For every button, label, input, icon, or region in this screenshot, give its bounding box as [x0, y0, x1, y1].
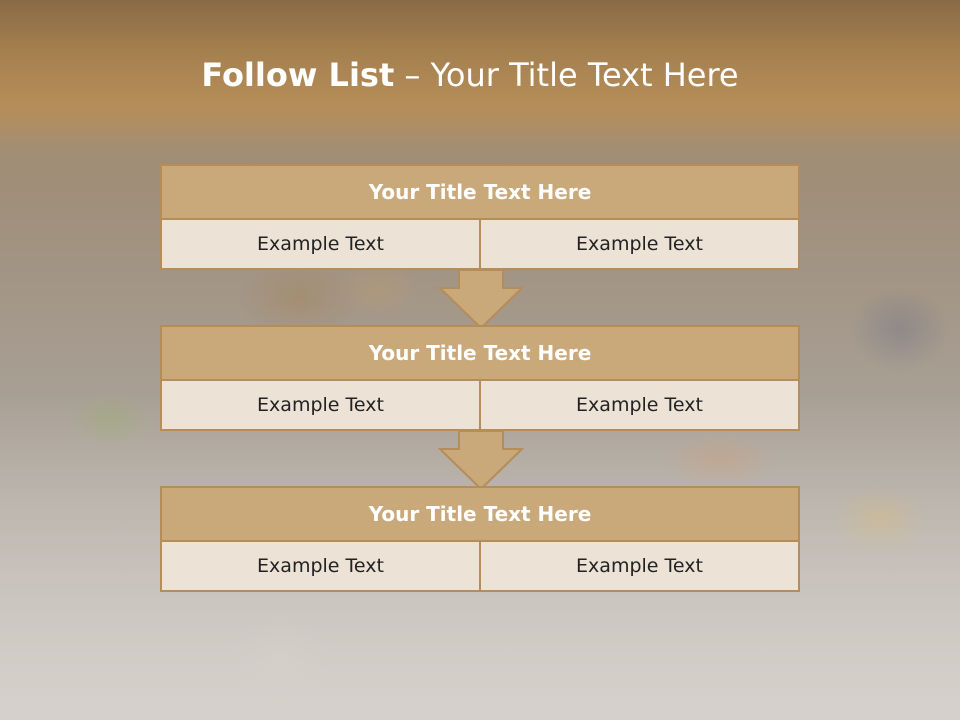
step-block-2: Your Title Text Here Example Text Exampl…: [160, 325, 800, 431]
step-cell-left: Example Text: [160, 220, 481, 270]
step-cell-left: Example Text: [160, 381, 481, 431]
down-arrow-icon: [438, 431, 524, 491]
title-band: [0, 0, 960, 150]
slide-title: Follow List – Your Title Text Here: [0, 56, 940, 94]
step-row: Example Text Example Text: [160, 381, 800, 431]
step-cell-right: Example Text: [481, 542, 800, 592]
step-title: Your Title Text Here: [160, 486, 800, 542]
step-cell-right: Example Text: [481, 381, 800, 431]
step-title: Your Title Text Here: [160, 325, 800, 381]
step-title: Your Title Text Here: [160, 164, 800, 220]
step-cell-left: Example Text: [160, 542, 481, 592]
slide-title-bold: Follow List: [201, 56, 395, 94]
down-arrow-icon: [438, 270, 524, 330]
step-row: Example Text Example Text: [160, 220, 800, 270]
step-cell-right: Example Text: [481, 220, 800, 270]
step-block-3: Your Title Text Here Example Text Exampl…: [160, 486, 800, 592]
step-block-1: Your Title Text Here Example Text Exampl…: [160, 164, 800, 270]
step-row: Example Text Example Text: [160, 542, 800, 592]
slide-title-rest: – Your Title Text Here: [394, 56, 739, 94]
